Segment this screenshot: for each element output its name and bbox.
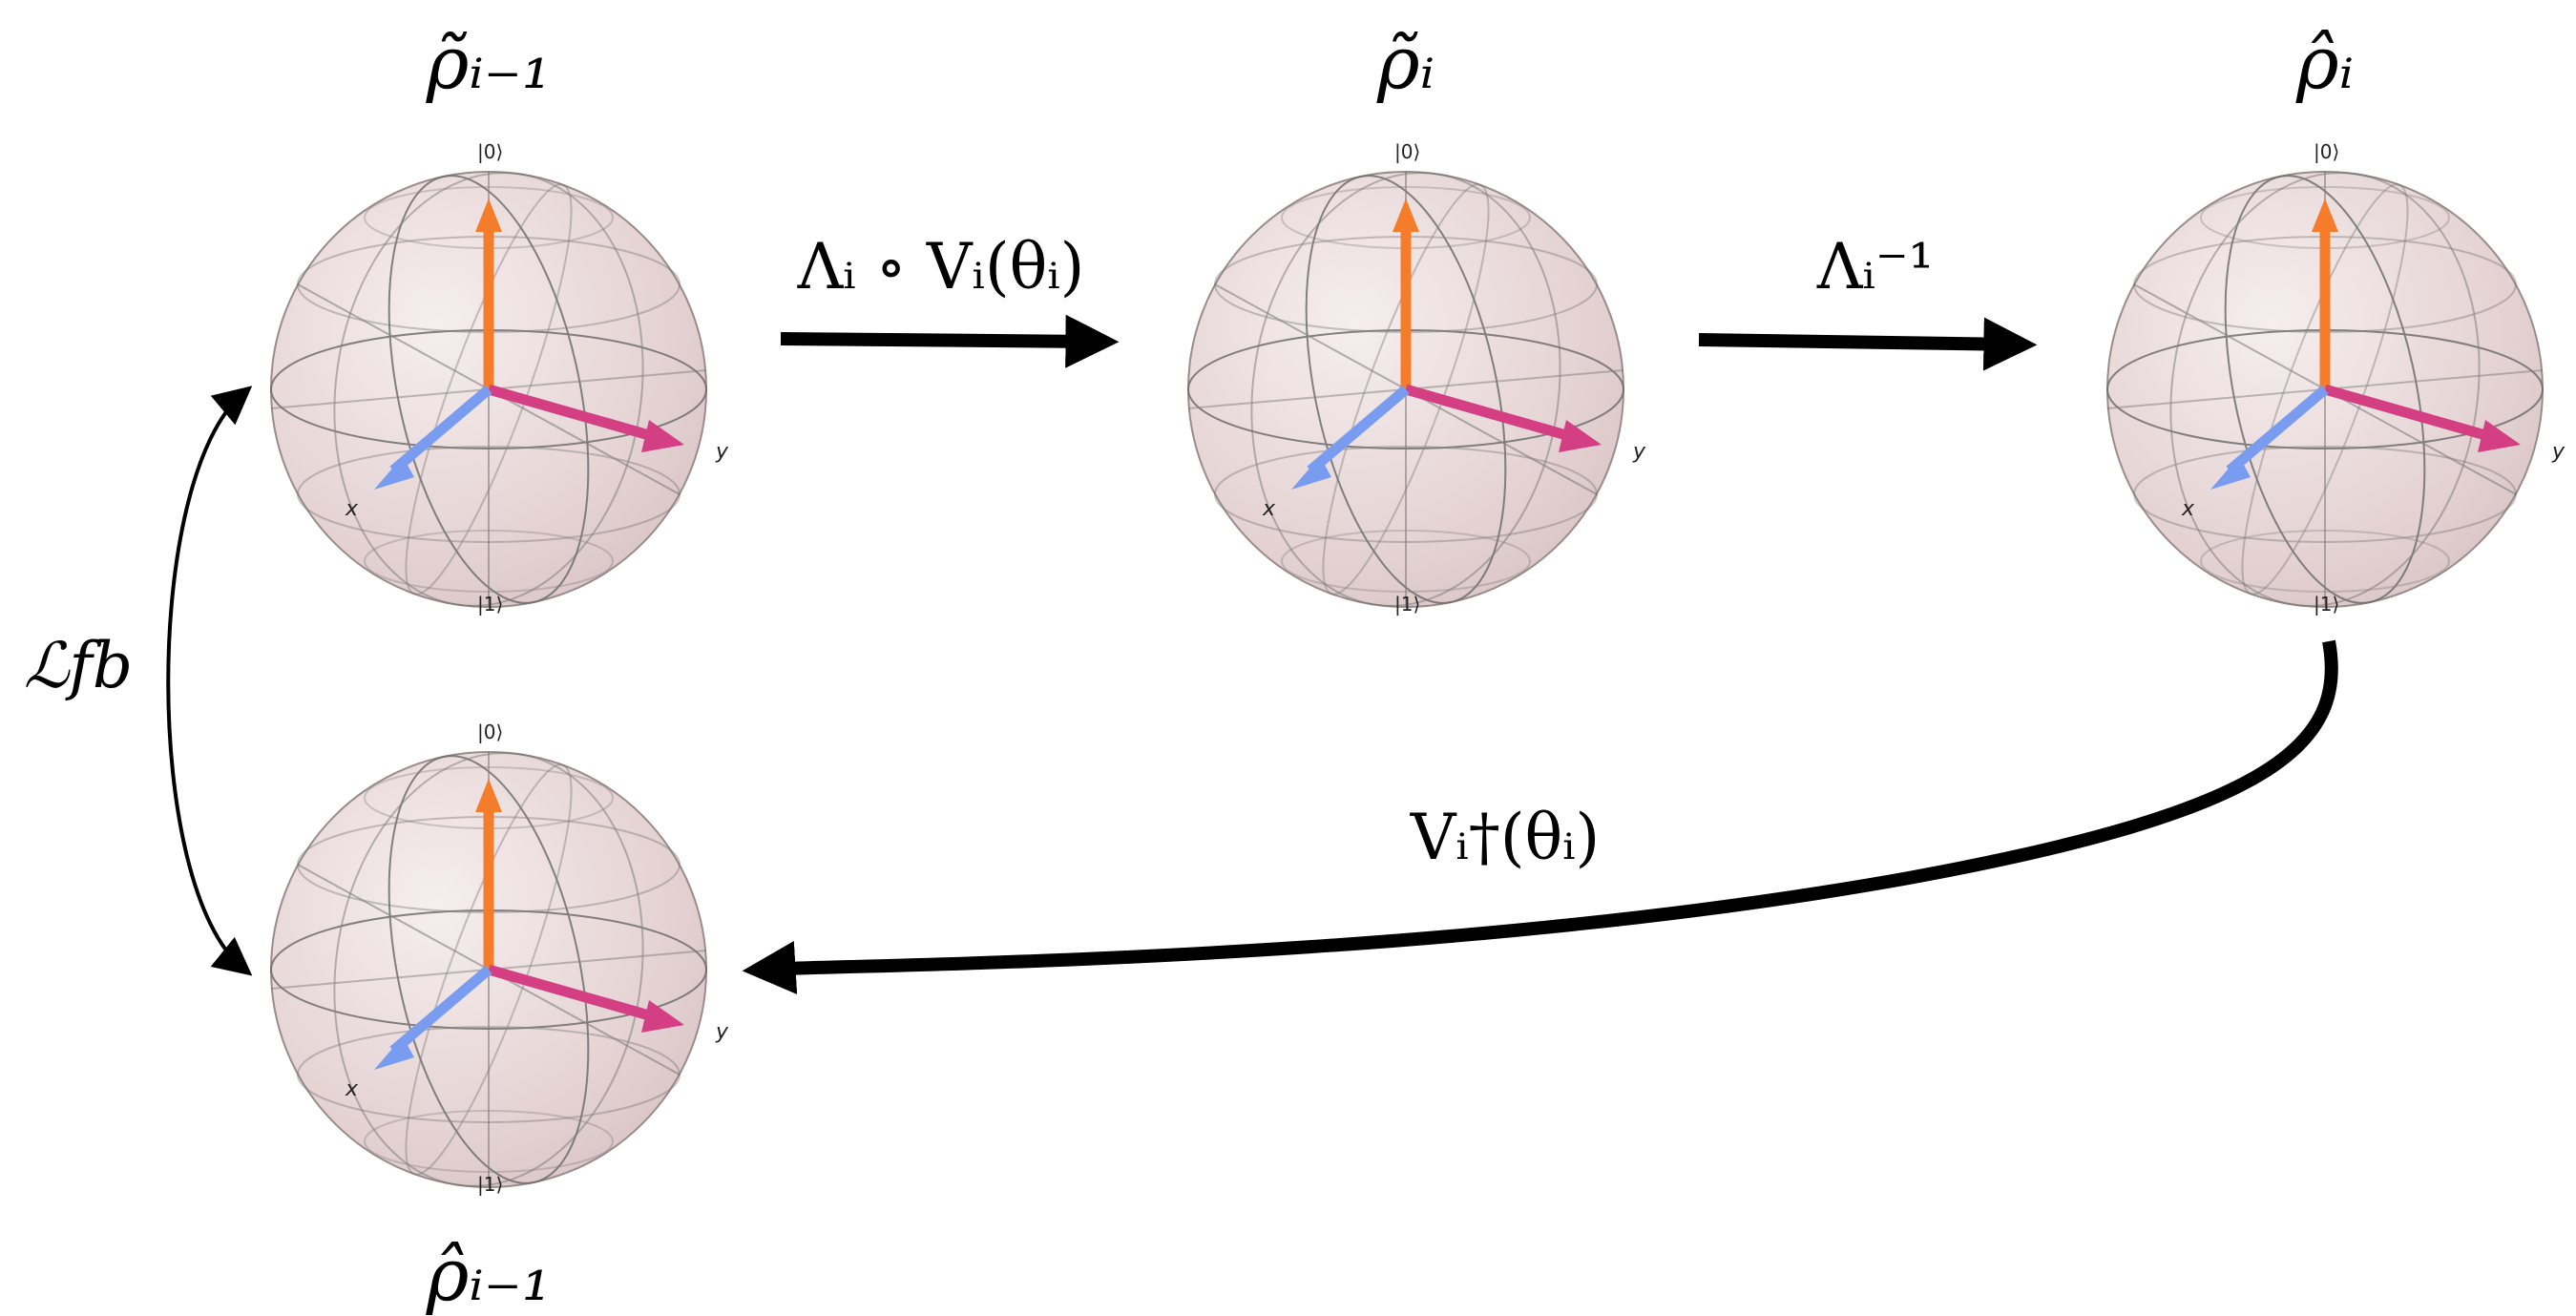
- ket0-label: |0⟩: [2314, 140, 2339, 163]
- bloch-sphere-hat-rho-i: |0⟩ |1⟩ x y: [2106, 140, 2566, 628]
- y-label: y: [2551, 440, 2566, 464]
- state-label-hat-rho-i-minus-1: ρ̂ᵢ₋₁: [426, 1232, 552, 1316]
- label-channel: Λᵢ ∘ Vᵢ(θᵢ): [797, 230, 1085, 303]
- x-axis-vector: [2226, 385, 2329, 475]
- x-axis-vector: [389, 385, 492, 475]
- label-adjoint: Vᵢ†(θᵢ): [1410, 801, 1600, 874]
- x-label: x: [1262, 497, 1276, 521]
- arrow-inverse-noise: [1698, 317, 2038, 371]
- x-label: x: [2181, 497, 2195, 521]
- y-label: y: [715, 1020, 729, 1044]
- bloch-sphere-hat-rho-i-minus-1: |0⟩ |1⟩ x y: [270, 721, 729, 1208]
- ket1-label: |1⟩: [2314, 593, 2339, 616]
- x-axis-vector: [389, 965, 492, 1055]
- y-axis-vector: [1404, 384, 1575, 443]
- ket1-label: |1⟩: [1394, 593, 1420, 616]
- label-inverse-noise: Λᵢ⁻¹: [1816, 230, 1934, 303]
- bloch-sphere-tilde-rho-i: |0⟩ |1⟩ x y: [1187, 140, 1646, 628]
- state-label-hat-rho-i: ρ̂ᵢ: [2295, 20, 2354, 105]
- label-loss: ℒfb: [24, 629, 133, 702]
- ket0-label: |0⟩: [477, 140, 503, 163]
- state-label-tilde-rho-i: ρ̃ᵢ: [1376, 20, 1435, 105]
- y-axis-vector: [487, 384, 658, 443]
- arrow-adjoint: [742, 639, 2338, 994]
- ket0-label: |0⟩: [1394, 140, 1420, 163]
- bloch-sphere-tilde-rho-i-minus-1: |0⟩ |1⟩ x y: [270, 140, 729, 628]
- ket1-label: |1⟩: [477, 1173, 503, 1196]
- y-axis-vector: [487, 964, 658, 1023]
- x-label: x: [345, 1077, 359, 1101]
- x-axis-vector: [1307, 385, 1410, 475]
- ket0-label: |0⟩: [477, 721, 503, 743]
- y-label: y: [1632, 440, 1646, 464]
- state-label-tilde-rho-i-minus-1: ρ̃ᵢ₋₁: [426, 20, 552, 105]
- ket1-label: |1⟩: [477, 593, 503, 616]
- arrow-loss: [166, 386, 253, 976]
- y-label: y: [715, 440, 729, 464]
- x-label: x: [345, 497, 359, 521]
- arrow-channel: [780, 314, 1120, 368]
- y-axis-vector: [2323, 384, 2494, 443]
